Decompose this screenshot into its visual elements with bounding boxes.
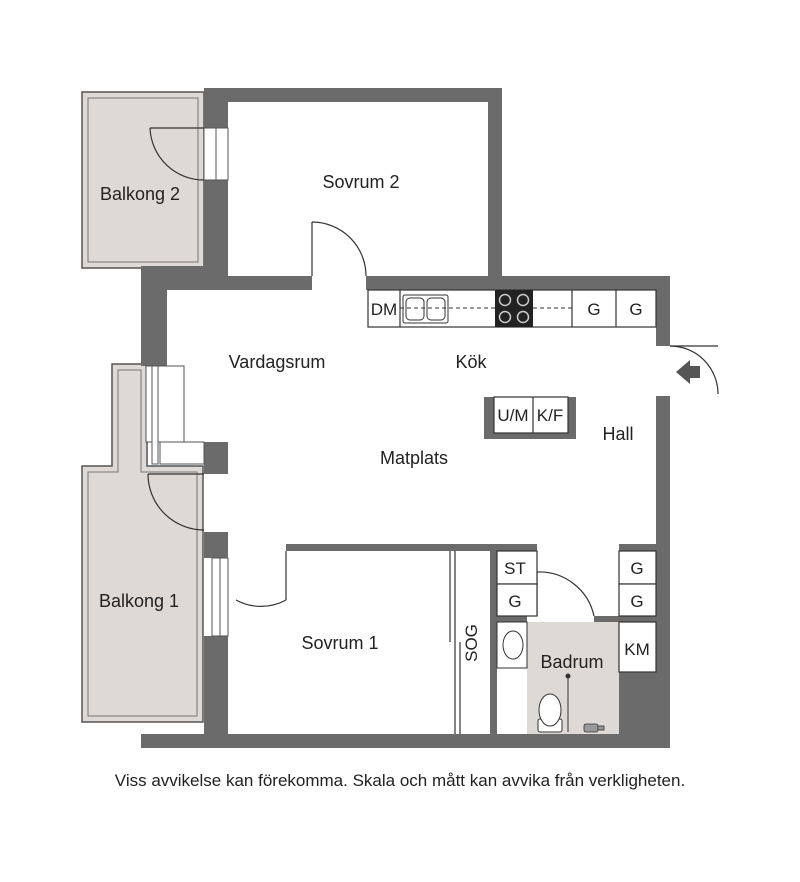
room-label-vardagsrum: Vardagsrum: [229, 352, 326, 372]
room-label-balkong-2: Balkong 2: [100, 184, 180, 204]
room-label-balkong-1: Balkong 1: [99, 591, 179, 611]
fixture-label-um: U/M: [497, 406, 528, 425]
fixture-label-kf: K/F: [537, 406, 563, 425]
floor-plan: Balkong 2 Sovrum 2 Vardagsrum Kök Matpla…: [81, 88, 719, 748]
fixture-label-g5: G: [630, 592, 643, 611]
fixture-label-dm: DM: [371, 300, 397, 319]
disclaimer-text: Viss avvikelse kan förekomma. Skala och …: [114, 771, 686, 790]
tap-icon: [583, 723, 605, 733]
room-label-sovrum-2: Sovrum 2: [322, 172, 399, 192]
sink-icon: [402, 294, 449, 324]
windows: [145, 127, 229, 637]
wardrobe: [449, 551, 461, 734]
shower-icon: [565, 673, 571, 732]
walls: [141, 88, 670, 748]
doors: [147, 127, 719, 617]
fixture-label-sog: SOG: [462, 624, 481, 662]
entrance-arrow-icon: [676, 360, 700, 384]
washbasin-icon: [496, 621, 528, 669]
stove-icon: [495, 290, 533, 327]
fixture-label-g2: G: [629, 300, 642, 319]
fixture-label-g3: G: [508, 592, 521, 611]
room-label-kok: Kök: [455, 352, 487, 372]
fixture-label-g1: G: [587, 300, 600, 319]
balcony-2: [81, 91, 205, 269]
kitchen-island: [484, 396, 576, 439]
room-label-badrum: Badrum: [540, 652, 603, 672]
fixture-label-st: ST: [504, 559, 526, 578]
balcony-1: [81, 363, 204, 723]
fixture-label-g4: G: [630, 559, 643, 578]
room-label-matplats: Matplats: [380, 448, 448, 468]
storage-cabinets: [496, 550, 657, 673]
fixture-label-km: KM: [624, 640, 650, 659]
room-label-sovrum-1: Sovrum 1: [301, 633, 378, 653]
toilet-icon: [537, 693, 563, 733]
room-label-hall: Hall: [602, 424, 633, 444]
